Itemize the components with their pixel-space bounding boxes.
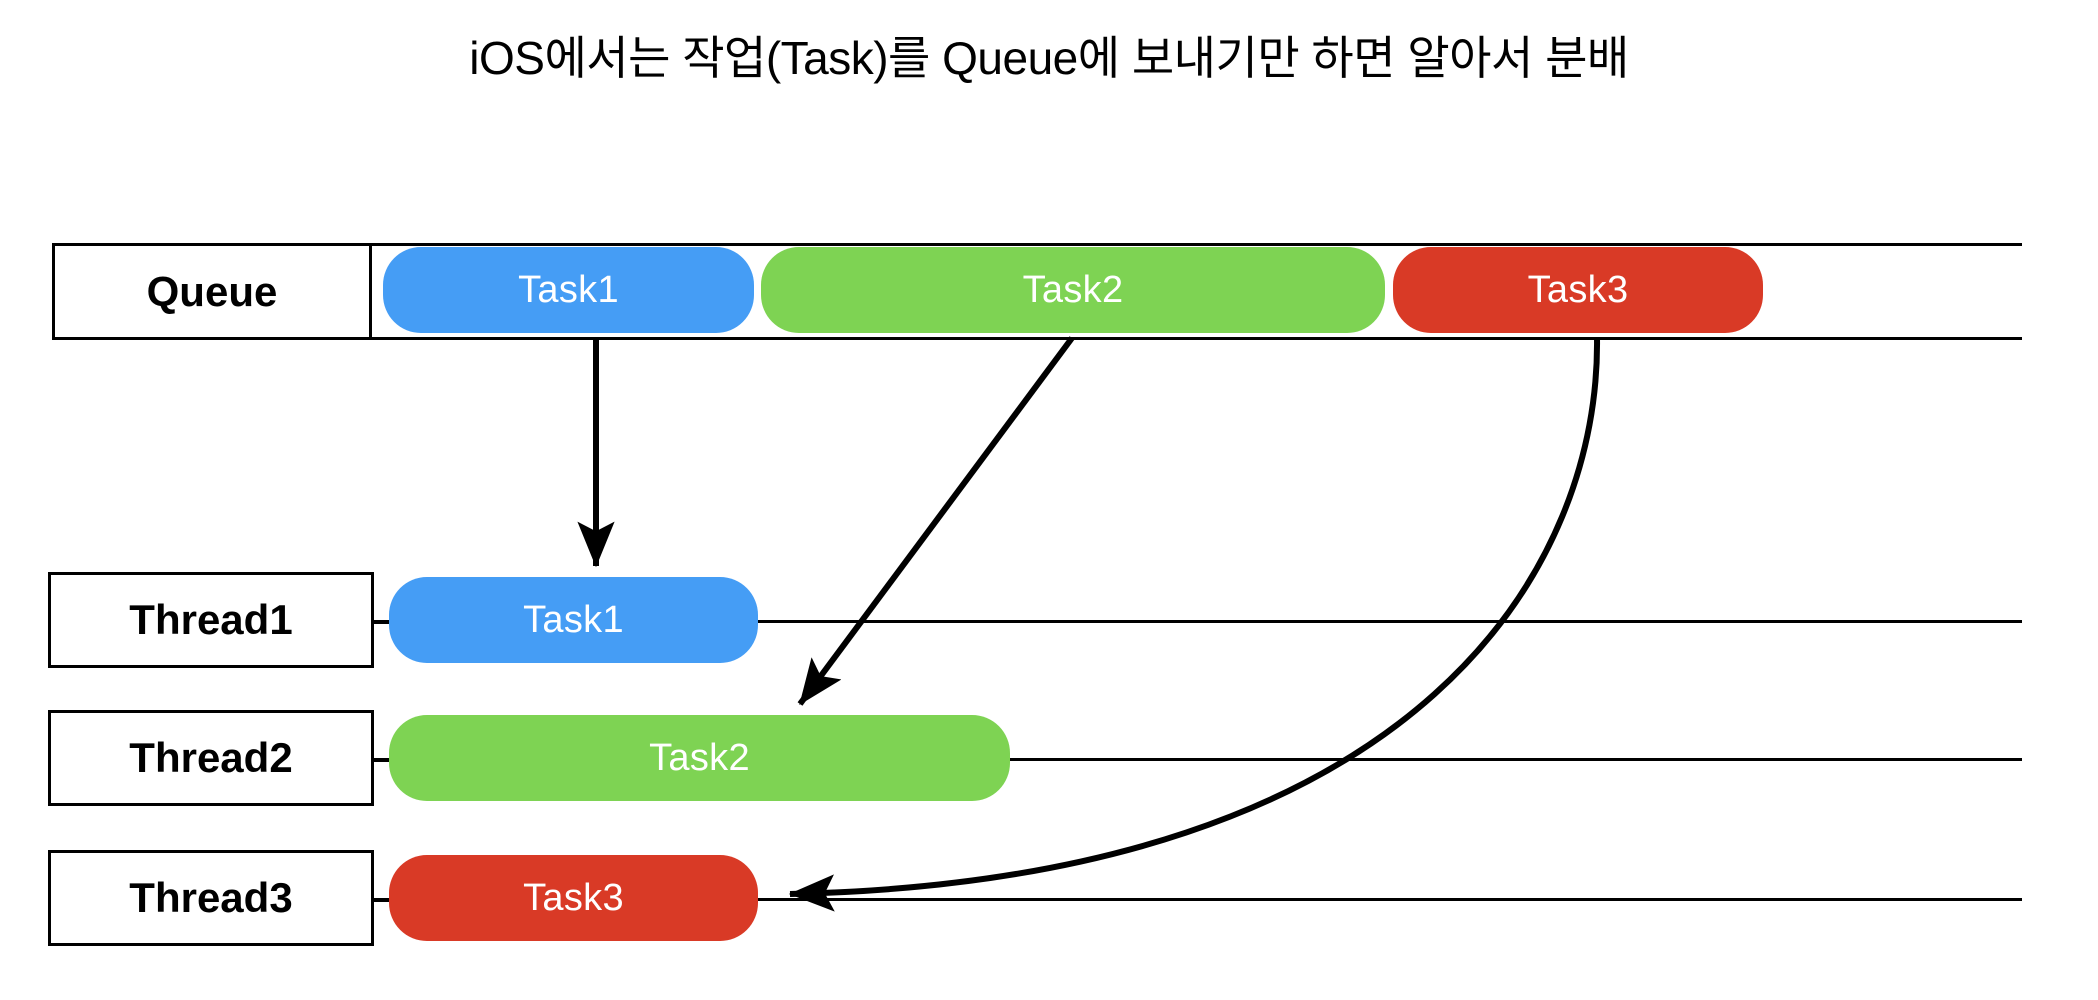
queue-task-3[interactable]: Task3 bbox=[1393, 247, 1763, 333]
thread2-stub bbox=[372, 758, 392, 762]
thread1-task[interactable]: Task1 bbox=[389, 577, 758, 663]
thread1-stub bbox=[372, 620, 392, 624]
thread3-label: Thread3 bbox=[129, 874, 293, 921]
arrow-task3-to-thread3 bbox=[788, 337, 1601, 912]
thread2-task-label: Task2 bbox=[649, 736, 750, 779]
queue-task-3-label: Task3 bbox=[1527, 268, 1629, 311]
queue-label: Queue bbox=[146, 267, 278, 315]
queue-rail-bottom bbox=[372, 337, 2022, 340]
thread2-rail bbox=[1010, 758, 2022, 761]
queue-task-2-label: Task2 bbox=[1022, 268, 1124, 311]
thread1-label: Thread1 bbox=[129, 596, 293, 643]
thread1-label-box: Thread1 bbox=[48, 572, 374, 668]
thread3-label-box: Thread3 bbox=[48, 850, 374, 946]
queue-rail-top bbox=[372, 243, 2022, 246]
thread2-label-box: Thread2 bbox=[48, 710, 374, 806]
thread3-task[interactable]: Task3 bbox=[389, 855, 758, 941]
queue-label-box: Queue bbox=[52, 243, 372, 340]
thread3-stub bbox=[372, 898, 392, 902]
queue-task-1[interactable]: Task1 bbox=[383, 247, 754, 333]
thread3-rail bbox=[758, 898, 2022, 901]
queue-task-1-label: Task1 bbox=[518, 268, 619, 311]
arrow-task2-to-thread2 bbox=[797, 336, 1075, 706]
thread1-rail bbox=[758, 620, 2022, 623]
page-title: iOS에서는 작업(Task)를 Queue에 보내기만 하면 알아서 분배 bbox=[469, 32, 1629, 84]
thread3-task-label: Task3 bbox=[523, 876, 624, 919]
thread1-task-label: Task1 bbox=[523, 598, 624, 641]
thread2-label: Thread2 bbox=[129, 734, 293, 781]
thread2-task[interactable]: Task2 bbox=[389, 715, 1010, 801]
queue-task-2[interactable]: Task2 bbox=[761, 247, 1385, 333]
